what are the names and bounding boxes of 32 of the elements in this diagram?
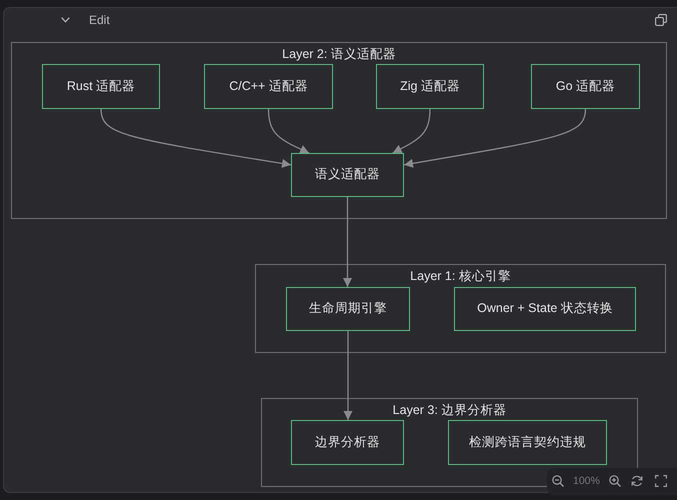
process-box [531,64,640,109]
process-box [291,153,404,197]
box-label: 语义适配器 [315,167,380,183]
process-box [204,64,333,109]
process-box [448,420,607,465]
box-label: Go 适配器 [556,78,616,94]
process-box [291,420,404,465]
box-label: C/C++ 适配器 [229,78,308,94]
subgraph-frame [11,42,667,219]
subgraph-title: Layer 3: 边界分析器 [392,403,506,417]
process-box [42,64,160,109]
zoom-level-text: 100% [573,475,600,487]
subgraph-title: Layer 1: 核心引擎 [410,269,511,283]
arrow [343,197,352,287]
box-label: 边界分析器 [315,434,380,450]
box-label: Rust 适配器 [66,78,136,94]
arrow [268,108,310,154]
process-box [454,287,636,331]
box-label: Zig 适配器 [400,78,460,94]
arrow [404,108,586,168]
box-label: 检测跨语言契约违规 [469,434,586,450]
subgraph-title: Layer 2: 语义适配器 [282,47,396,61]
box-label: 生命周期引擎 [309,301,387,317]
box-label: Owner + State 状态转换 [477,301,613,317]
arrow [344,331,352,420]
arrow [392,108,431,154]
subgraph-frame [261,398,638,487]
process-box [286,287,410,331]
process-box [376,64,484,109]
subgraph-frame [255,264,666,353]
arrow [100,108,292,168]
edit-label: Edit [89,13,110,27]
